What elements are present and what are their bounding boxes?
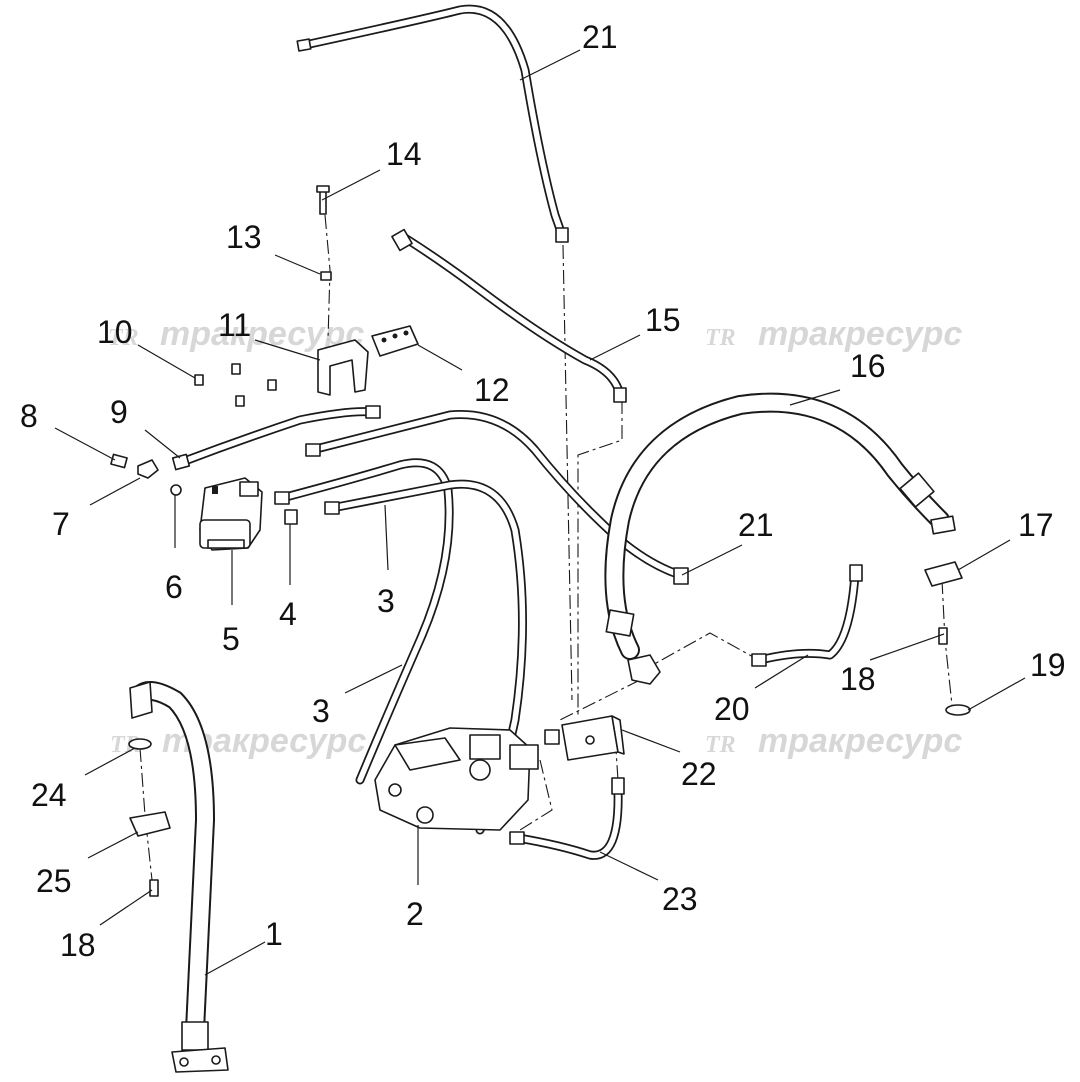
control-valve-2	[374, 727, 539, 831]
callout-5: 5	[222, 621, 240, 657]
flange-25	[129, 811, 171, 837]
fitting-4	[284, 509, 298, 525]
fitting-6	[170, 484, 182, 496]
bracket-11	[317, 339, 369, 396]
nut-13	[320, 271, 332, 281]
bolt-18-right	[938, 627, 948, 645]
callout-19: 19	[1030, 647, 1066, 683]
callout-1: 1	[265, 916, 283, 952]
callout-21a: 21	[582, 19, 618, 55]
hose-23	[509, 777, 625, 860]
svg-text:TR: TR	[705, 732, 736, 758]
steering-unit	[199, 477, 263, 551]
hose-3-a	[274, 458, 454, 785]
callout-4: 4	[279, 596, 297, 632]
svg-text:TR: TR	[108, 325, 139, 351]
svg-text:TR: TR	[705, 325, 736, 351]
svg-text:тракресурс: тракресурс	[758, 722, 962, 760]
hose-21-top	[296, 4, 569, 243]
callout-16: 16	[850, 348, 886, 384]
callout-18r: 18	[840, 661, 876, 697]
hose-21-middle	[305, 409, 689, 585]
callout-20: 20	[714, 691, 750, 727]
hose-15	[391, 228, 627, 403]
bolts-10	[194, 363, 277, 407]
callout-8: 8	[20, 398, 38, 434]
fitting-8	[110, 453, 128, 469]
callout-14: 14	[386, 136, 422, 172]
bolt-14	[316, 185, 330, 215]
callout-18l: 18	[60, 927, 96, 963]
watermark-2: TR тракресурс	[705, 315, 962, 353]
callout-15: 15	[645, 302, 681, 338]
callout-9: 9	[110, 394, 128, 430]
callout-25: 25	[36, 863, 72, 899]
callout-10: 10	[97, 314, 133, 350]
valve-block-22	[544, 715, 625, 761]
hose-20	[751, 564, 863, 667]
callout-11: 11	[218, 307, 251, 343]
hose-1	[129, 681, 229, 1073]
callout-7: 7	[52, 506, 70, 542]
callout-12: 12	[474, 372, 510, 408]
clamp-12	[371, 325, 419, 357]
callout-17: 17	[1018, 507, 1054, 543]
ring-24	[128, 738, 152, 750]
callout-3a: 3	[377, 583, 395, 619]
bolt-18-left	[149, 879, 159, 897]
callout-3b: 3	[312, 693, 330, 729]
leader-lines	[54, 49, 1026, 976]
callout-23: 23	[662, 881, 698, 917]
callout-6: 6	[165, 569, 183, 605]
seal-19	[945, 704, 971, 716]
hose-16	[604, 392, 956, 685]
callout-21b: 21	[738, 507, 774, 543]
fitting-7	[137, 459, 159, 479]
callout-13: 13	[226, 219, 262, 255]
hose-9	[171, 405, 381, 471]
callout-2: 2	[406, 896, 424, 932]
callout-22: 22	[681, 756, 717, 792]
flange-17	[924, 561, 963, 587]
svg-text:тракресурс: тракресурс	[758, 315, 962, 353]
callout-24: 24	[31, 777, 67, 813]
callout-labels: 1 2 3 3 4 5 6 7 8 9 10 11 12 13 14 15 16…	[20, 19, 1066, 963]
watermark-4: TR тракресурс	[705, 722, 962, 760]
